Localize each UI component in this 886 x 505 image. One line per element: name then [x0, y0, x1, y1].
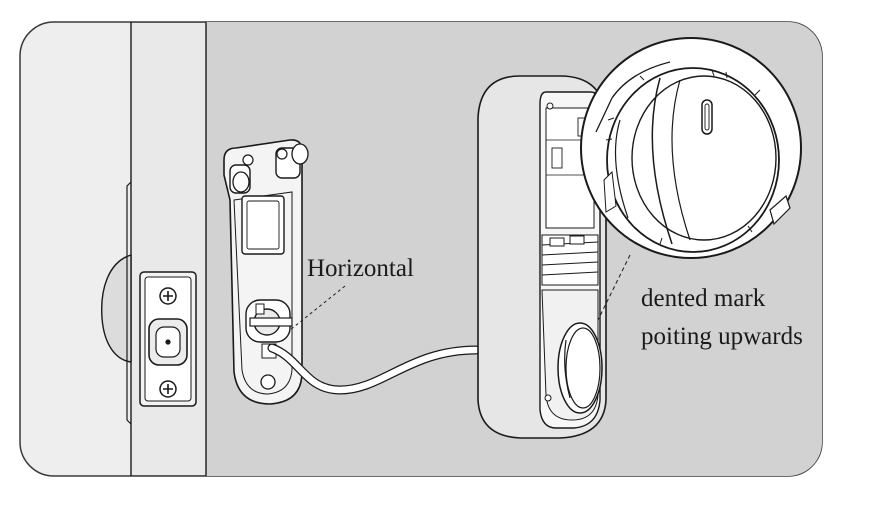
magnifier-inset — [580, 37, 802, 259]
door-edge — [130, 22, 207, 476]
mounting-plate — [223, 139, 309, 405]
dented-mark-icon — [701, 99, 713, 135]
screw-icon — [159, 380, 177, 398]
deadbolt-icon — [148, 318, 188, 366]
leader-dented — [597, 254, 631, 321]
callout-pointing-upwards: poiting upwards — [641, 323, 803, 350]
screw-icon — [159, 287, 177, 305]
callout-dented-mark: dented mark — [641, 285, 766, 312]
latch-plate — [139, 271, 197, 407]
callout-horizontal: Horizontal — [307, 255, 414, 282]
exterior-knob — [101, 181, 132, 425]
thumbturn-icon — [557, 322, 603, 414]
